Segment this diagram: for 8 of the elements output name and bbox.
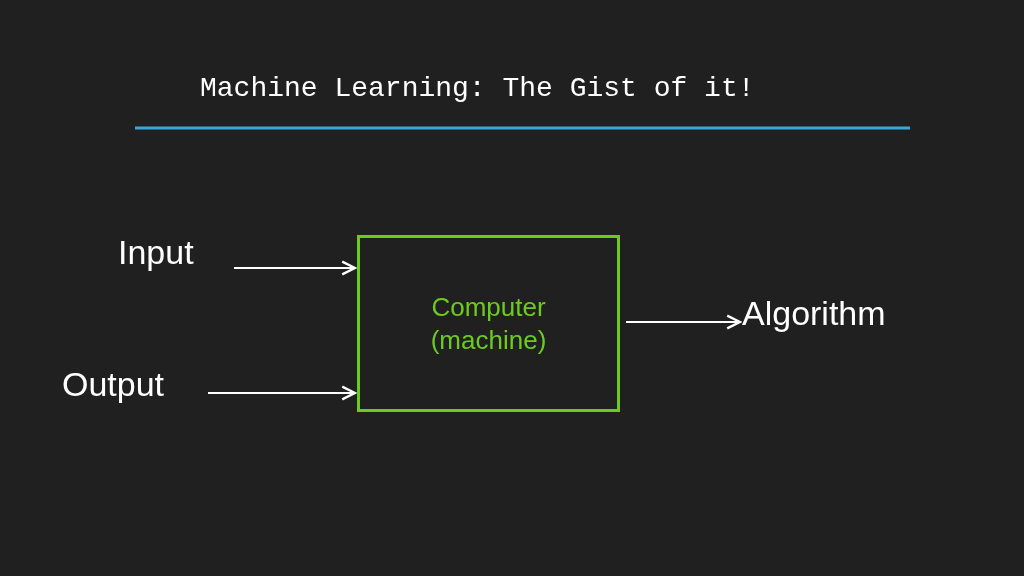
process-box: Computer (machine) (357, 235, 620, 412)
arrow (207, 385, 357, 401)
node-label: Input (118, 232, 228, 272)
arrow (625, 314, 742, 330)
title: Machine Learning: The Gist of it! (200, 72, 755, 106)
arrow (233, 260, 357, 276)
node-label: Algorithm (742, 288, 962, 338)
node-label: Output (62, 362, 202, 406)
